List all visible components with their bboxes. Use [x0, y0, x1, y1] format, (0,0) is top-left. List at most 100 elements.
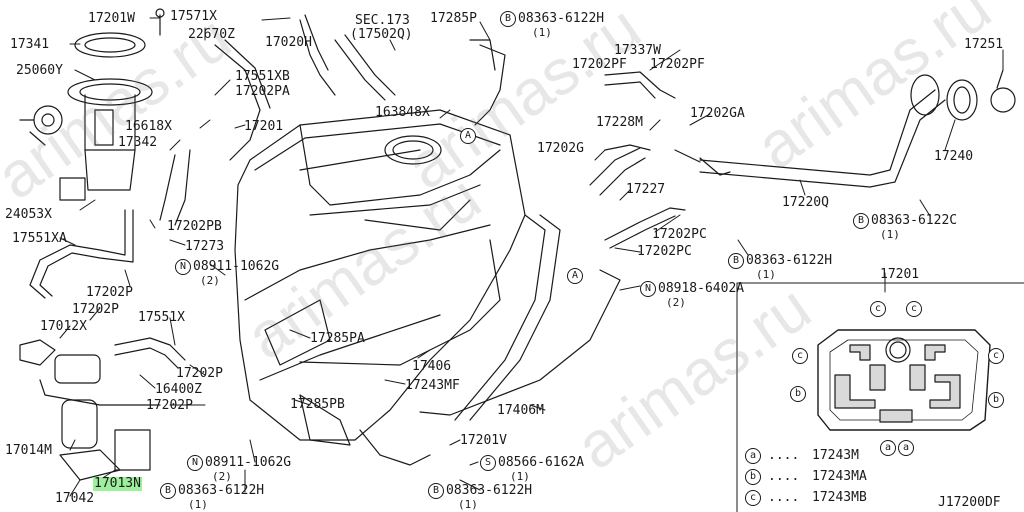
part-label: 17202PF — [650, 57, 705, 72]
part-label: 17202PA — [235, 84, 290, 99]
marker-n: N — [175, 259, 191, 275]
inset-callout-a: a — [880, 440, 896, 456]
part-label: 17202PC — [637, 244, 692, 259]
quantity: (1) — [510, 470, 530, 483]
part-label: 17406 — [412, 359, 452, 374]
legend-key-b: b — [745, 469, 761, 485]
part-label: 17202P — [176, 366, 223, 381]
quantity: (1) — [880, 228, 900, 241]
quantity: (1) — [756, 268, 776, 281]
part-label: 17202PC — [652, 227, 707, 242]
quantity: (2) — [212, 470, 232, 483]
fuel-tank — [234, 109, 526, 466]
part-label: 17227 — [626, 182, 666, 197]
detail-inset — [736, 282, 1024, 512]
marker-b: B — [500, 11, 516, 27]
bolt-label: 08363-6122H — [518, 11, 605, 26]
legend-dots: .... — [768, 490, 800, 505]
nut-label: 08911-1062G — [205, 455, 292, 470]
part-label: 17020H — [265, 35, 312, 50]
part-label: 17342 — [118, 135, 158, 150]
marker-a: A — [460, 128, 476, 144]
marker-s: S — [480, 455, 496, 471]
inset-callout-c: c — [870, 301, 886, 317]
part-label: 17202P — [72, 302, 119, 317]
marker-b: B — [853, 213, 869, 229]
part-label: 17285P — [430, 11, 477, 26]
inset-callout-a: a — [898, 440, 914, 456]
part-label: 17202P — [146, 398, 193, 413]
inset-callout-b: b — [988, 392, 1004, 408]
inset-title: 17201 — [880, 267, 920, 282]
diagram-reference-code: J17200DF — [938, 495, 1001, 510]
legend-part: 17243MB — [812, 490, 867, 505]
part-label: 17337W — [614, 43, 661, 58]
part-label: 17202G — [537, 141, 584, 156]
legend-dots: .... — [768, 469, 800, 484]
part-label: 17014M — [5, 443, 52, 458]
inset-callout-c: c — [792, 348, 808, 364]
marker-b: B — [160, 483, 176, 499]
marker-n: N — [640, 281, 656, 297]
part-label: 17243MF — [405, 378, 460, 393]
part-label: 17201 — [244, 119, 284, 134]
marker-n: N — [187, 455, 203, 471]
marker-b: B — [428, 483, 444, 499]
part-label: 17202PB — [167, 219, 222, 234]
marker-a: A — [567, 268, 583, 284]
bolt-label: 08363-6122H — [746, 253, 833, 268]
section-ref-sub: (17502Q) — [350, 27, 413, 42]
nut-label: 08918-6402A — [658, 281, 745, 296]
nut-label: 08911-1062G — [193, 259, 280, 274]
legend-part: 17243MA — [812, 469, 867, 484]
quantity: (2) — [200, 274, 220, 287]
part-label: 17042 — [55, 491, 95, 506]
part-label: 17228M — [596, 115, 643, 130]
part-label: 17201W — [88, 11, 135, 26]
fuel-pump-assembly — [19, 8, 165, 201]
part-label: 17240 — [934, 149, 974, 164]
part-label: 17551XB — [235, 69, 290, 84]
bolt-label: 08363-6122H — [446, 483, 533, 498]
part-label: 17285PB — [290, 397, 345, 412]
inset-callout-c: c — [906, 301, 922, 317]
part-label: 17551X — [138, 310, 185, 325]
part-label: 17202P — [86, 285, 133, 300]
part-label: 17201V — [460, 433, 507, 448]
filler-neck — [589, 69, 1016, 249]
tank-straps — [299, 39, 621, 421]
part-label: 17251 — [964, 37, 1004, 52]
part-label: 16618X — [125, 119, 172, 134]
leader-lines — [59, 17, 1004, 497]
legend-part: 17243M — [812, 448, 859, 463]
quantity: (2) — [666, 296, 686, 309]
part-label: 17285PA — [310, 331, 365, 346]
part-label: 17220Q — [782, 195, 829, 210]
part-label: 17571X — [170, 9, 217, 24]
part-label: 17406M — [497, 403, 544, 418]
inset-callout-c: c — [988, 348, 1004, 364]
part-label: 163848X — [375, 105, 430, 120]
part-label: 17341 — [10, 37, 50, 52]
screw-label: 08566-6162A — [498, 455, 585, 470]
part-label: 17202PF — [572, 57, 627, 72]
inset-callout-b: b — [790, 386, 806, 402]
part-label: 17551XA — [12, 231, 67, 246]
part-label: 22670Z — [188, 27, 235, 42]
legend-dots: .... — [768, 448, 800, 463]
part-label: 17202GA — [690, 106, 745, 121]
quantity: (1) — [532, 26, 552, 39]
marker-b: B — [728, 253, 744, 269]
legend-key-a: a — [745, 448, 761, 464]
left-hoses — [19, 14, 396, 481]
section-ref: SEC.173 — [355, 13, 410, 28]
part-label-highlighted: 17013N — [93, 476, 142, 491]
part-label: 16400Z — [155, 382, 202, 397]
bolt-label: 08363-6122C — [871, 213, 958, 228]
quantity: (1) — [458, 498, 478, 511]
part-label: 24053X — [5, 207, 52, 222]
legend-key-c: c — [745, 490, 761, 506]
part-label: 25060Y — [16, 63, 63, 78]
